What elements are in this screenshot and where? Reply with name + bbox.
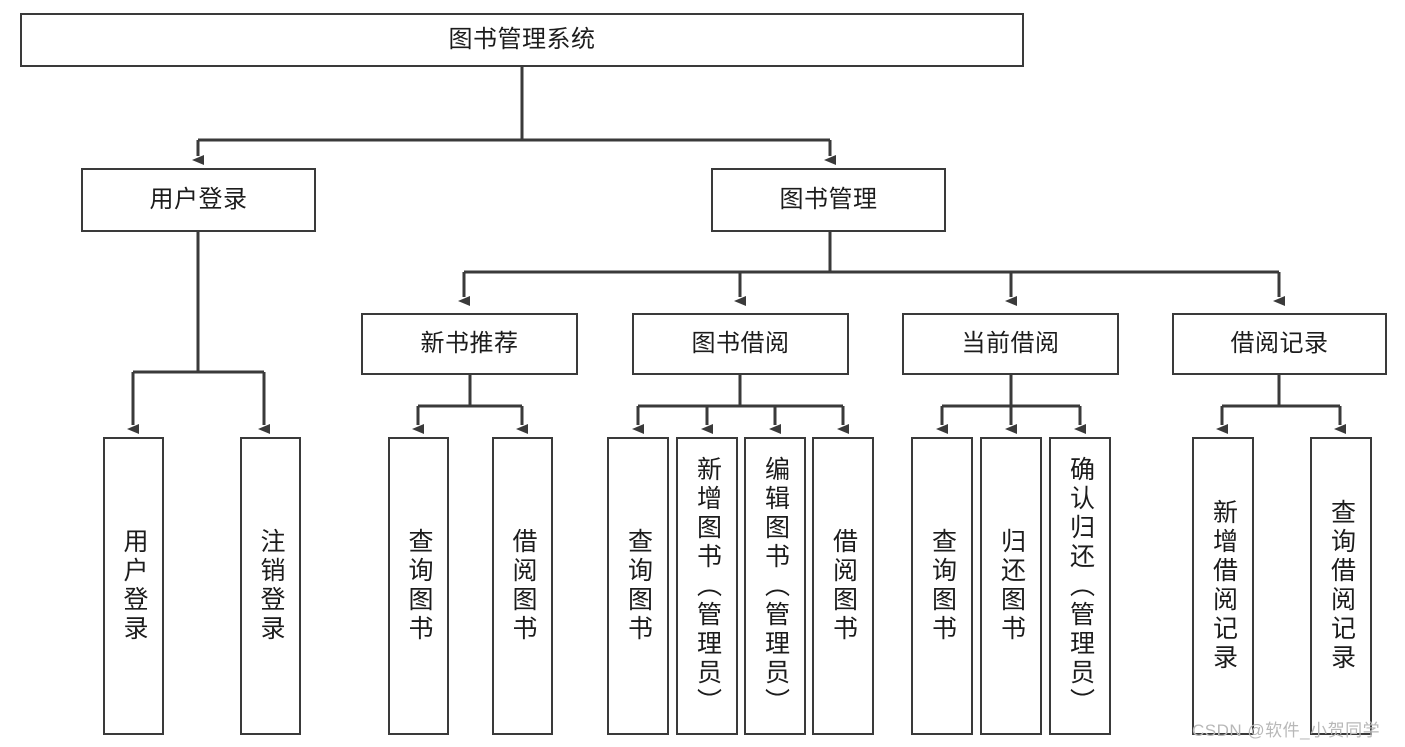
leaf-edit-book[interactable]: 编辑图书（管理员） xyxy=(744,437,806,735)
leaf-query-book-1[interactable]: 查询图书 xyxy=(388,437,449,735)
node-book-borrow[interactable]: 图书借阅 xyxy=(632,313,849,375)
node-label: 查询图书 xyxy=(624,528,653,644)
node-current-borrow[interactable]: 当前借阅 xyxy=(902,313,1119,375)
node-borrow-record[interactable]: 借阅记录 xyxy=(1172,313,1387,375)
node-label: 查询图书 xyxy=(928,528,957,644)
leaf-confirm-return[interactable]: 确认归还（管理员） xyxy=(1049,437,1111,735)
node-label: 用户登录 xyxy=(149,185,248,213)
leaf-user-login[interactable]: 用户登录 xyxy=(103,437,164,735)
node-book-management[interactable]: 图书管理 xyxy=(711,168,946,232)
node-label: 查询图书 xyxy=(405,528,433,644)
leaf-add-record[interactable]: 新增借阅记录 xyxy=(1192,437,1254,735)
node-label: 注销登录 xyxy=(257,528,285,644)
node-root-system[interactable]: 图书管理系统 xyxy=(20,13,1024,67)
node-label: 新书推荐 xyxy=(420,329,519,357)
node-new-book-recommend[interactable]: 新书推荐 xyxy=(361,313,578,375)
node-label: 新增借阅记录 xyxy=(1209,499,1238,673)
node-label: 图书管理 xyxy=(779,185,878,213)
leaf-add-book[interactable]: 新增图书（管理员） xyxy=(676,437,738,735)
node-label: 查询借阅记录 xyxy=(1327,499,1356,673)
node-label: 借阅记录 xyxy=(1230,329,1329,357)
node-label: 当前借阅 xyxy=(961,329,1060,357)
node-label: 用户登录 xyxy=(120,528,148,644)
leaf-return-book[interactable]: 归还图书 xyxy=(980,437,1042,735)
leaf-borrow-book-2[interactable]: 借阅图书 xyxy=(812,437,874,735)
node-label: 图书借阅 xyxy=(691,329,790,357)
leaf-query-book-3[interactable]: 查询图书 xyxy=(911,437,973,735)
node-label: 编辑图书（管理员） xyxy=(761,455,790,717)
node-user-login[interactable]: 用户登录 xyxy=(81,168,316,232)
leaf-logout-login[interactable]: 注销登录 xyxy=(240,437,301,735)
node-label: 新增图书（管理员） xyxy=(693,455,722,717)
leaf-query-record[interactable]: 查询借阅记录 xyxy=(1310,437,1372,735)
node-label: 图书管理系统 xyxy=(448,25,596,53)
node-label: 借阅图书 xyxy=(829,528,858,644)
leaf-borrow-book-1[interactable]: 借阅图书 xyxy=(492,437,553,735)
leaf-query-book-2[interactable]: 查询图书 xyxy=(607,437,669,735)
node-label: 归还图书 xyxy=(997,528,1026,644)
node-label: 借阅图书 xyxy=(509,528,537,644)
node-label: 确认归还（管理员） xyxy=(1066,455,1095,717)
